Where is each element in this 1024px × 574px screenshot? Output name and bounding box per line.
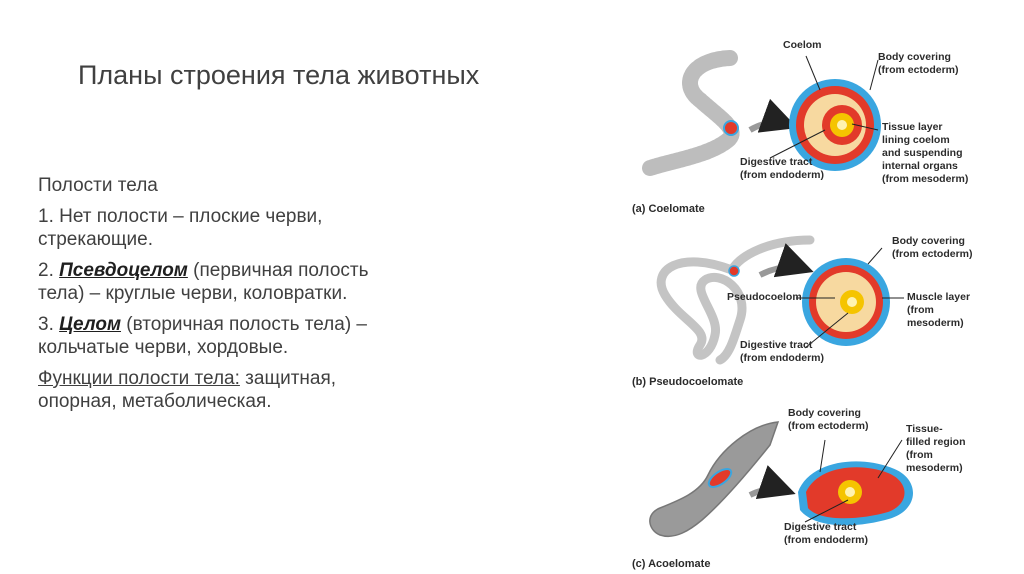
panel-pseudocoelomate: Body covering (from ectoderm) Pseudocoel… [632,235,973,388]
label-b-digestive-2: (from endoderm) [740,352,824,364]
item-coelom-prefix: 3. [38,314,60,335]
coelomate-section [789,79,881,171]
slide-title: Планы строения тела животных [78,60,480,90]
acoelomate-section [798,461,913,526]
label-a-tissue-1: Tissue layer [882,121,943,133]
body-text: Полости тела 1. Нет полости – плоские че… [38,174,418,421]
functions-rest: защитная, опорная, метаболическая. [38,368,337,412]
functions-line: Функции полости тела: защитная, опорная,… [38,367,418,413]
item-coelom-rest: (вторичная полость тела) – кольчатые чер… [38,314,367,358]
label-c-tissue-4: mesoderm) [906,462,963,474]
label-a-tissue-2: lining coelom [882,134,950,146]
label-a-digestive-1: Digestive tract [740,156,813,168]
item-pseudocoelom-rest: (первичная полость тела) – круглые черви… [38,260,369,304]
panel-coelomate: Coelom Body covering (from ectoderm) Tis… [632,39,968,215]
segmented-worm [642,50,740,176]
label-c-body-covering-2: (from ectoderm) [788,420,869,432]
label-pseudocoelom: Pseudocoelom [727,291,802,303]
label-b-body-covering-2: (from ectoderm) [892,248,973,260]
label-c-tissue-1: Tissue- [906,423,943,435]
item-pseudocoelom: 2. Псевдоцелом (первичная полость тела) … [38,260,369,304]
label-c-tissue-2: filled region [906,436,966,448]
label-c-digestive-2: (from endoderm) [784,534,868,546]
label-a-tissue-5: (from mesoderm) [882,173,968,185]
label-c-tissue-3: (from [906,449,933,461]
body-plan-diagram: Coelom Body covering (from ectoderm) Tis… [632,39,973,570]
arrow-a [748,98,798,133]
label-coelom: Coelom [783,39,822,51]
label-b-muscle-3: mesoderm) [907,317,964,329]
term-pseudocoelom: Псевдоцелом [59,260,188,281]
label-c-body-covering-1: Body covering [788,407,861,419]
worm-cross-section-c [707,468,733,488]
pseudocoelomate-section [802,258,890,346]
item-no-cavity: 1. Нет полости – плоские черви, стрекающ… [38,206,323,250]
caption-coelomate: (a) Coelomate [632,203,705,215]
label-a-digestive-2: (from endoderm) [740,169,824,181]
label-a-body-covering-1: Body covering [878,51,951,63]
label-b-muscle-1: Muscle layer [907,291,970,303]
label-b-muscle-2: (from [907,304,934,316]
label-b-body-covering-1: Body covering [892,235,965,247]
item-coelom: 3. Целом (вторичная полость тела) – коль… [38,313,418,359]
body-heading: Полости тела [38,175,158,196]
caption-pseudocoelomate: (b) Pseudocoelomate [632,376,743,388]
label-c-digestive-1: Digestive tract [784,521,857,533]
arrow-b [758,243,814,278]
caption-acoelomate: (c) Acoelomate [632,558,710,570]
label-a-tissue-4: internal organs [882,160,958,172]
worm-cross-section-a [723,120,739,136]
label-b-digestive-1: Digestive tract [740,339,813,351]
term-coelom: Целом [59,314,122,335]
functions-label: Функции полости тела: [38,368,240,389]
panel-acoelomate: Body covering (from ectoderm) Tissue- fi… [632,407,966,570]
arrow-c [748,465,796,500]
label-a-tissue-3: and suspending [882,147,963,159]
worm-cross-section-b [728,265,740,277]
body-plan-figure: Coelom Body covering (from ectoderm) Tis… [620,30,1000,570]
label-a-body-covering-2: (from ectoderm) [878,64,959,76]
